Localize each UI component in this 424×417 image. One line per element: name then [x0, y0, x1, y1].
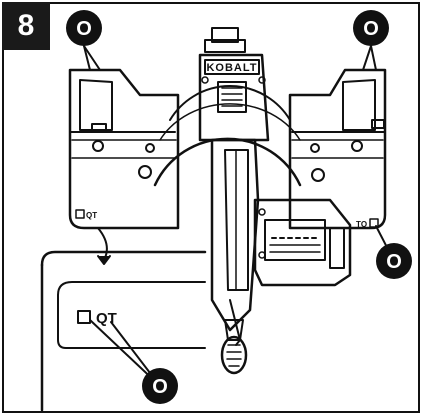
- detail-plate-text: QT: [96, 310, 117, 327]
- left-plate-marking: [76, 210, 84, 218]
- saw-handle: [222, 320, 246, 373]
- motor-housing: [200, 28, 268, 140]
- motor-side-housing: [255, 200, 350, 285]
- callout-bottom-label: O: [152, 376, 168, 398]
- detail-inset: [42, 252, 205, 410]
- right-plate-text: TQ: [356, 220, 367, 229]
- callout-top-right-label: O: [363, 18, 379, 40]
- callout-top-right: O: [353, 10, 389, 46]
- left-table-arm: [70, 70, 178, 228]
- callout-right: O: [376, 243, 412, 279]
- callout-right-label: O: [386, 251, 402, 273]
- callout-top-left-label: O: [76, 18, 92, 40]
- callout-top-left: O: [66, 10, 102, 46]
- detail-arrow: [98, 228, 107, 260]
- right-table-arm: [290, 70, 385, 228]
- brand-label: KOBALT: [206, 62, 257, 74]
- blade-assembly: [212, 140, 258, 345]
- callout-bottom: O: [142, 368, 178, 404]
- left-plate-text: QT: [86, 211, 97, 220]
